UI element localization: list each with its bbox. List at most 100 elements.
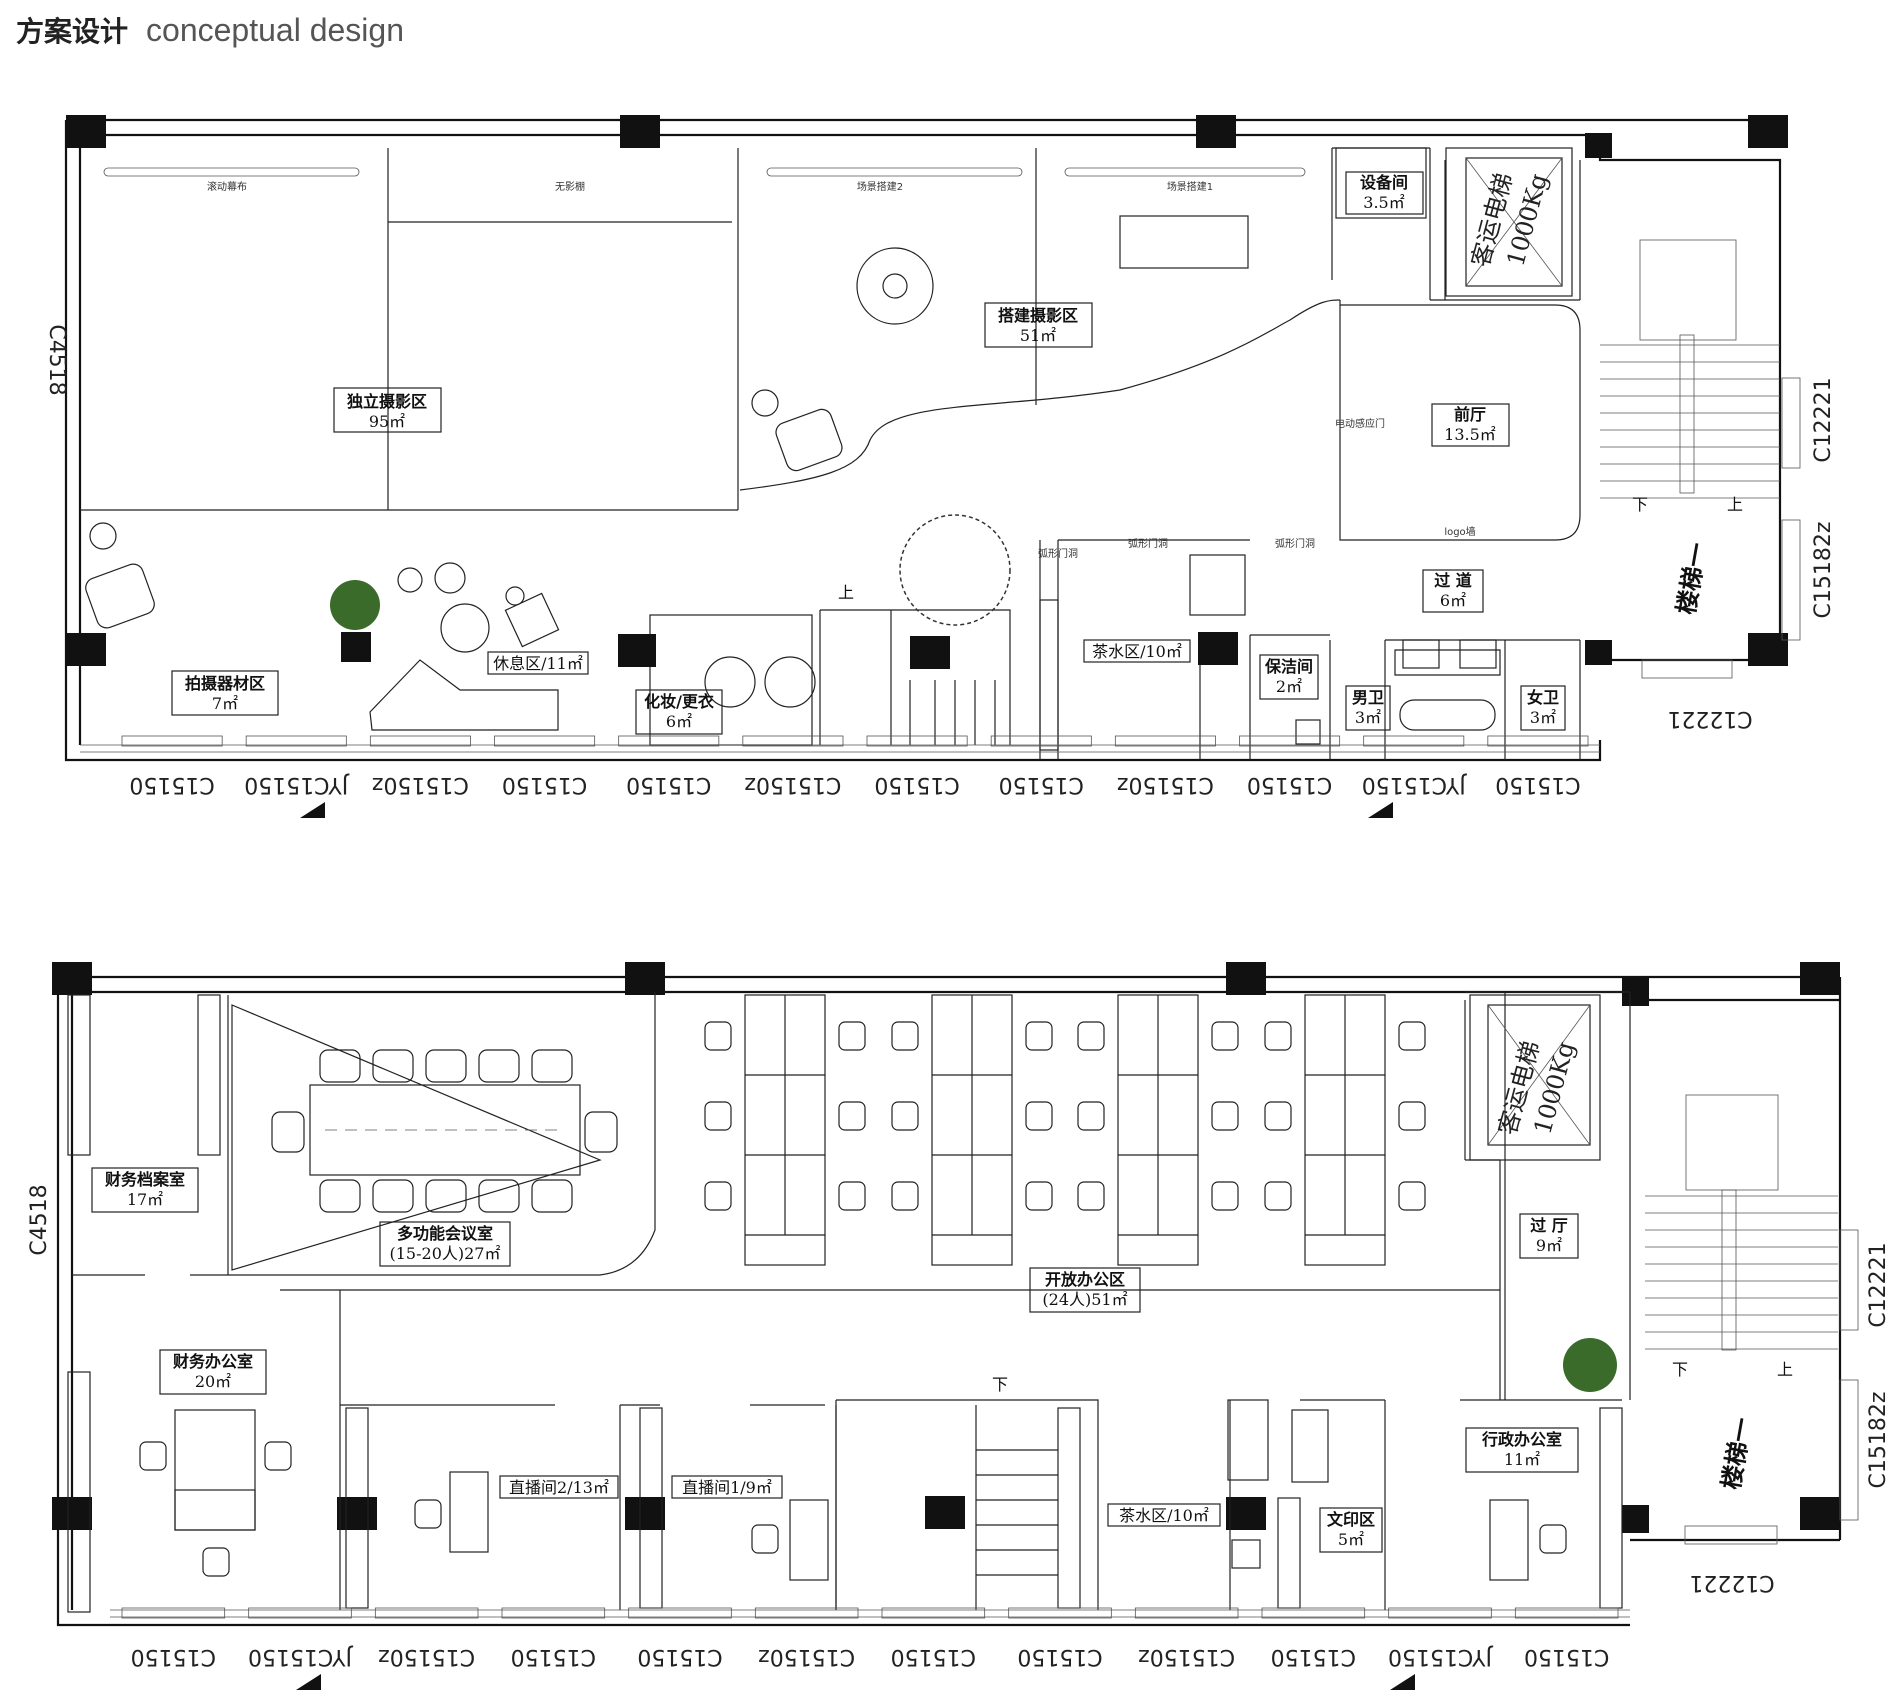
- p1-label-box: [487, 651, 589, 675]
- p1-label-box: [1422, 569, 1484, 613]
- p2-column: [337, 1497, 377, 1530]
- p2-label-box: [1107, 1503, 1221, 1527]
- p1-room-area: 3.5㎡: [1363, 193, 1404, 212]
- p2-column: [1800, 1497, 1840, 1530]
- p2-column: [1226, 1497, 1266, 1530]
- p2-printer: [1291, 1409, 1329, 1483]
- chair: [1077, 1181, 1105, 1211]
- header: 方案设计 conceptual design: [16, 10, 404, 60]
- p1-room-name: 搭建摄影区: [998, 306, 1078, 325]
- chair: [751, 1524, 779, 1554]
- p1-label-box: [1431, 403, 1510, 447]
- p1-room-area: 6㎡: [1440, 591, 1466, 610]
- p2-room-name: 多功能会议室: [397, 1224, 493, 1243]
- p1-armchair: [775, 408, 843, 472]
- p1-basin: [1402, 639, 1440, 669]
- chair: [478, 1049, 520, 1083]
- p2-stair-name: 楼梯一: [1717, 1416, 1757, 1492]
- p1-section-arrow-icon: [300, 802, 325, 818]
- window: [121, 735, 223, 747]
- window-label: C15150z: [744, 772, 841, 797]
- p1-armchair: [85, 563, 155, 629]
- window: [1487, 735, 1589, 747]
- p1-note: 无影棚: [555, 180, 585, 193]
- chair: [704, 1181, 732, 1211]
- p1-stair-down: 下: [1632, 495, 1648, 514]
- p2-stair-handrail: [1721, 1189, 1737, 1351]
- chair: [1211, 1021, 1239, 1051]
- p2-room-area: (24人)51㎡: [1042, 1290, 1127, 1309]
- p1-basin: [1459, 639, 1497, 669]
- p1-scroll-curtain: [103, 167, 360, 177]
- window-label: C15150z: [758, 1644, 855, 1669]
- p1-side-window: [1781, 519, 1801, 641]
- p1-camera-icon: [751, 389, 779, 417]
- p1-toilet: [1399, 699, 1496, 731]
- p2-elevator-shaft: [1469, 994, 1601, 1161]
- p1-stair-up-label: 上: [838, 583, 854, 602]
- p2-projection-triangle: [231, 1004, 602, 1271]
- p1-stair-treads: [1600, 344, 1780, 499]
- p2-room-name: 茶水区/10㎡: [1119, 1506, 1209, 1525]
- p2-label-box: [1029, 1267, 1141, 1313]
- p2-elevator-car: [1487, 1004, 1591, 1146]
- window-label: C15150z: [378, 1644, 475, 1669]
- p2-inner-stair: [835, 1400, 1058, 1610]
- window-label: JYC15150: [248, 1644, 354, 1669]
- p1-note: 场景搭建1: [1167, 180, 1213, 193]
- chair: [531, 1179, 573, 1213]
- p2-plant: [1563, 1338, 1617, 1392]
- chair: [264, 1441, 292, 1471]
- window: [501, 1607, 606, 1619]
- p1-stool: [434, 562, 466, 594]
- p1-stool: [505, 586, 525, 606]
- p1-camera-icon: [89, 522, 117, 550]
- p1-stair-up: 上: [1727, 495, 1743, 514]
- p1-stool: [704, 656, 756, 708]
- p1-column: [1748, 633, 1788, 666]
- p1-side-window-label: C12221: [1667, 706, 1752, 731]
- chair: [838, 1021, 866, 1051]
- chair: [1025, 1021, 1053, 1051]
- p1-column: [66, 115, 106, 148]
- p2-room-area: 11㎡: [1504, 1450, 1540, 1469]
- p1-round-set: [856, 247, 934, 325]
- p2-label-box: [91, 1167, 199, 1213]
- p1-room-area: 7㎡: [212, 694, 238, 713]
- window: [1514, 1607, 1619, 1619]
- p2-window-strip: [110, 1609, 1630, 1618]
- p2-elevator-cross: [1487, 1004, 1591, 1146]
- p1-room-name: 设备间: [1360, 173, 1408, 192]
- p1-curtain: [1064, 167, 1306, 177]
- chair: [1539, 1524, 1567, 1554]
- chair: [1077, 1101, 1105, 1131]
- p1-curtain: [766, 167, 1023, 177]
- chair: [1398, 1181, 1426, 1211]
- window-label: C15150: [1271, 1644, 1356, 1669]
- p2-room-name: 开放办公区: [1045, 1270, 1125, 1289]
- p2-cabinet: [67, 994, 91, 1156]
- p2-room-name: 财务办公室: [172, 1352, 253, 1371]
- p1-partition: [80, 147, 1581, 511]
- p2-stair-down: 下: [1672, 1360, 1688, 1379]
- p2-admin-desk: [1489, 1499, 1529, 1581]
- chair: [1077, 1021, 1105, 1051]
- window: [754, 1607, 859, 1619]
- p1-column: [66, 633, 106, 666]
- chair: [704, 1101, 732, 1131]
- window: [1388, 1607, 1492, 1619]
- p2-side-window: [1839, 1379, 1859, 1521]
- p2-office-chairs: [139, 1441, 1567, 1577]
- chair: [704, 1021, 732, 1051]
- chair: [584, 1111, 618, 1153]
- p2-column: [1800, 962, 1840, 995]
- p1-stool: [764, 656, 816, 708]
- p2-room-name: 财务档案室: [104, 1170, 185, 1189]
- p1-equipment-room: [1335, 147, 1427, 219]
- p1-room-area: 51㎡: [1020, 326, 1056, 345]
- p1-section-arrow-icon: [1368, 802, 1393, 818]
- chair: [1211, 1101, 1239, 1131]
- p1-fridge: [1189, 554, 1246, 616]
- window-label: C15150: [626, 772, 711, 797]
- p2-tea-fridge: [1227, 1399, 1269, 1481]
